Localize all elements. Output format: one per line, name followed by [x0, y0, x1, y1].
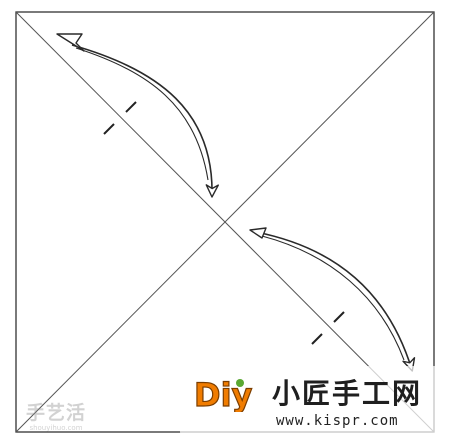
- watermark-kispr-banner: Diy 小匠手工网 www.kispr.com: [180, 366, 442, 434]
- diy-logo-text: Diy: [194, 376, 253, 412]
- watermark-left-title: 手艺活: [25, 402, 86, 424]
- arrow-upper-fold-icon: [56, 33, 219, 198]
- crease-tick-icon: [333, 311, 345, 323]
- watermark-shouyihuo: 手艺活 shouyihuo.com: [18, 402, 94, 436]
- diy-logo-icon: Diy: [193, 376, 253, 412]
- crease-tick-icon: [103, 123, 115, 135]
- crease-tick-icon: [125, 101, 137, 113]
- watermark-left-url: shouyihuo.com: [29, 424, 83, 432]
- crease-tick-icon: [311, 333, 323, 345]
- watermark-banner-url: www.kispr.com: [276, 413, 399, 429]
- watermark-banner-title: 小匠手工网: [272, 377, 423, 410]
- diagonal-crease-cross: [15, 11, 435, 433]
- arrow-lower-fold-icon: [249, 227, 416, 372]
